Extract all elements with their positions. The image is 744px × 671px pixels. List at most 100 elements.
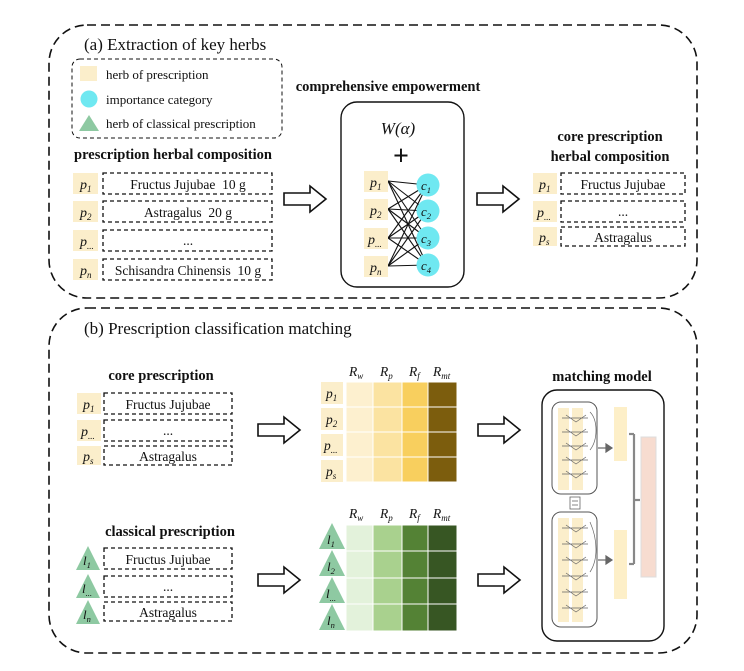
matrix-row-label: l1 l2 l... ln <box>319 523 345 630</box>
arrow-right-icon <box>477 566 521 594</box>
matrix-cells <box>345 524 458 632</box>
classical-row: ln Astragalus <box>76 600 233 624</box>
legend-category-label: importance category <box>106 92 213 107</box>
svg-text:l...: l... <box>326 586 336 603</box>
category-node: c3 <box>416 226 440 250</box>
arrow-right-icon <box>257 416 301 444</box>
core-row: p... ... <box>77 419 233 442</box>
classical-row-text: Fructus Jujubae <box>125 552 210 567</box>
panel-b-border <box>48 307 698 654</box>
core-row-text: ... <box>618 204 628 219</box>
svg-text:p...: p... <box>367 233 382 249</box>
legend-category-swatch <box>80 90 98 108</box>
svg-text:p1: p1 <box>325 386 337 403</box>
matrix-column-header: Rw Rp Rf Rmt <box>348 506 451 523</box>
core-row: ps Astragalus <box>533 226 686 247</box>
svg-text:l1: l1 <box>327 532 335 549</box>
classical-row-text: Astragalus <box>139 605 197 620</box>
svg-text:l...: l... <box>82 581 92 598</box>
composition-row: p2 Astragalus 20 g <box>73 200 273 223</box>
composition-row: pn Schisandra Chinensis 10 g <box>73 258 273 281</box>
composition-row: p... ... <box>73 229 273 252</box>
composition-row-text: Schisandra Chinensis 10 g <box>115 263 261 278</box>
svg-text:p1: p1 <box>82 398 95 414</box>
svg-text:p...: p... <box>323 438 338 455</box>
core-title-line1: core prescription <box>557 129 662 145</box>
core-row: p... ... <box>533 200 686 223</box>
core-row-text: Fructus Jujubae <box>125 397 210 412</box>
core-row: p1 Fructus Jujubae <box>77 392 233 415</box>
arrow-right-icon <box>257 566 301 594</box>
svg-text:Rf: Rf <box>408 364 421 381</box>
composition-row-text: Astragalus 20 g <box>144 205 232 220</box>
panel-a-border <box>48 24 698 299</box>
core-prescription-title: core prescription <box>108 368 213 384</box>
legend-herb-swatch <box>80 66 97 81</box>
plus-icon: + <box>393 141 409 172</box>
core-row-text: Fructus Jujubae <box>580 177 665 192</box>
category-node: c2 <box>416 199 440 223</box>
svg-text:p...: p... <box>536 206 551 222</box>
core-row: p1 Fructus Jujubae <box>533 172 686 195</box>
svg-text:c2: c2 <box>421 204 432 221</box>
classical-row: l... ... <box>76 574 233 598</box>
svg-text:p1: p1 <box>369 176 382 192</box>
svg-text:ln: ln <box>327 613 335 630</box>
svg-text:Rw: Rw <box>348 364 363 381</box>
herb-node: p1 <box>364 171 388 192</box>
weight-label: W(α) <box>381 119 416 138</box>
svg-text:ln: ln <box>83 607 91 624</box>
svg-text:l2: l2 <box>327 559 336 576</box>
svg-text:l1: l1 <box>83 553 91 570</box>
classical-row-text: ... <box>163 579 173 594</box>
svg-text:c4: c4 <box>421 258 432 275</box>
legend-border <box>71 58 283 139</box>
svg-text:ps: ps <box>325 464 337 481</box>
svg-text:c1: c1 <box>421 178 431 195</box>
arrow-right-icon <box>477 416 521 444</box>
panel-a: (a) Extraction of key herbs herb of pres… <box>48 24 698 299</box>
svg-text:p2: p2 <box>325 412 338 429</box>
panel-a-title: (a) Extraction of key herbs <box>84 35 266 54</box>
legend: herb of prescription importance category… <box>71 58 283 139</box>
matrix-row-label: p1 p2 p... ps <box>321 382 343 482</box>
svg-text:Rp: Rp <box>379 364 393 381</box>
classical-row: l1 Fructus Jujubae <box>76 546 233 570</box>
svg-text:c3: c3 <box>421 231 431 248</box>
svg-text:ps: ps <box>538 231 550 247</box>
herb-node: pn <box>364 256 388 277</box>
panel-b-title: (b) Prescription classification matching <box>84 319 352 338</box>
svg-text:p2: p2 <box>79 206 92 222</box>
composition-row: p1 Fructus Jujubae 10 g <box>73 172 273 195</box>
svg-text:ps: ps <box>82 450 94 466</box>
core-row-text: Astragalus <box>594 230 652 245</box>
composition-title: prescription herbal composition <box>74 147 272 163</box>
matching-model-diagram <box>541 389 665 642</box>
matching-model-title: matching model <box>552 369 651 385</box>
classical-prescription-title: classical prescription <box>105 524 235 540</box>
svg-text:p1: p1 <box>538 178 551 194</box>
legend-classical-swatch <box>79 115 99 131</box>
arrow-right-icon <box>476 185 520 213</box>
svg-text:p2: p2 <box>369 204 382 220</box>
classical-feature-matrix: Rw Rp Rf Rmt l1 l2 l... ln <box>319 506 458 632</box>
herb-node: p... <box>364 228 388 249</box>
empowerment-title: comprehensive empowerment <box>296 79 481 95</box>
core-row-text: ... <box>163 423 173 438</box>
arrow-right-icon <box>283 185 327 213</box>
svg-text:Rmt: Rmt <box>432 506 451 523</box>
svg-text:pn: pn <box>369 261 382 277</box>
category-node: c4 <box>416 253 440 277</box>
composition-row-text: Fructus Jujubae 10 g <box>130 177 246 192</box>
category-node: c1 <box>416 173 440 197</box>
panel-b: (b) Prescription classification matching… <box>48 307 698 654</box>
svg-text:pn: pn <box>79 264 92 280</box>
svg-text:p1: p1 <box>79 178 92 194</box>
core-row-text: Astragalus <box>139 449 197 464</box>
composition-row-text: ... <box>183 233 193 248</box>
svg-text:Rf: Rf <box>408 506 421 523</box>
svg-text:Rw: Rw <box>348 506 363 523</box>
matrix-cells <box>345 381 458 483</box>
svg-text:p...: p... <box>79 235 94 251</box>
